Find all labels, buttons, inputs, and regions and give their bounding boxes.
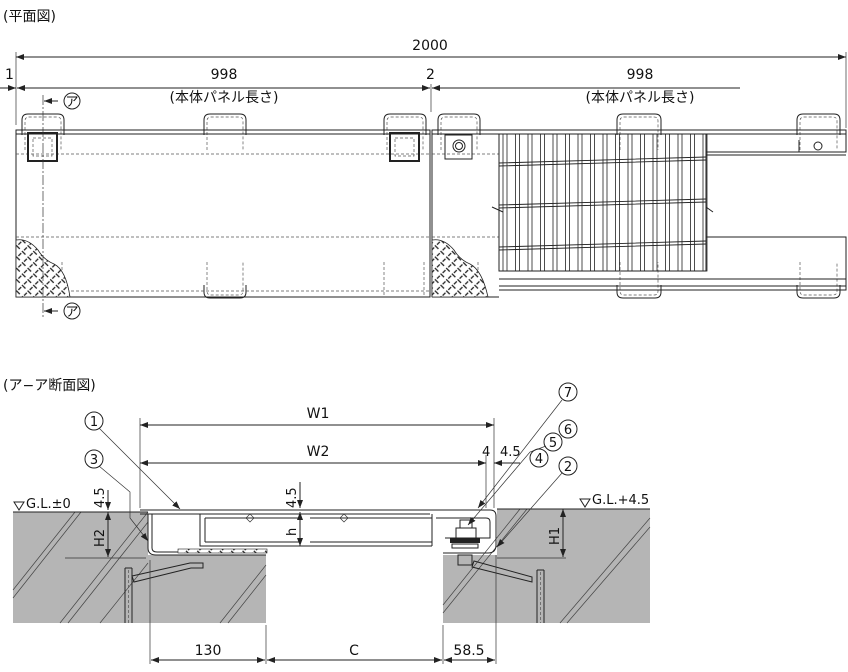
grating-cross-bar xyxy=(498,198,707,209)
callout-3: 3 xyxy=(90,453,98,468)
bolt-icon xyxy=(452,139,466,153)
grating-cross-bar xyxy=(498,156,707,167)
dim-gap-left-label: 1 xyxy=(5,67,14,83)
dim-130-label: 130 xyxy=(195,643,222,659)
gl-right-label: G.L.+4.5 xyxy=(592,493,649,508)
callout-2: 2 xyxy=(564,460,572,475)
dim-58-5-label: 58.5 xyxy=(453,643,484,659)
bolt-icon xyxy=(813,141,823,151)
section-title: (ア−ア断面図) xyxy=(3,378,96,394)
dim-gap-mid-label: 2 xyxy=(426,67,435,83)
callout-5: 5 xyxy=(549,436,557,451)
panel-right-note: (本体パネル長さ) xyxy=(586,90,695,106)
grating-bar xyxy=(515,133,520,272)
grating xyxy=(498,133,708,272)
frame-structure xyxy=(140,509,497,566)
bolt-box xyxy=(444,134,473,160)
callouts: 1 2 3 4 5 6 7 xyxy=(84,382,578,548)
gl-left-label: G.L.±0 xyxy=(26,497,71,512)
plan-view: (平面図) 2000 1 2 998 (本体パネル長さ) 998 (本体パネル長… xyxy=(0,9,847,320)
ground-left xyxy=(13,512,266,623)
lifting-handles-top xyxy=(21,113,841,150)
grating-bar xyxy=(615,133,620,272)
callout-4: 4 xyxy=(535,452,543,467)
callout-7: 7 xyxy=(564,386,572,401)
gl-triangle-icon xyxy=(579,498,591,508)
gl-triangle-icon xyxy=(13,501,25,511)
anchor-bars xyxy=(124,560,545,623)
panel-left-length: 998 xyxy=(211,67,238,83)
panel-left xyxy=(15,129,431,298)
grating-bar xyxy=(565,133,570,272)
grating-bar xyxy=(540,133,545,272)
callout-1: 1 xyxy=(90,415,98,430)
dim-c-label: C xyxy=(349,643,359,659)
grating-bar xyxy=(527,133,533,272)
dim-4-5-mid-label: 4.5 xyxy=(285,487,300,508)
dim-4-5-left-label: 4.5 xyxy=(93,487,108,508)
dim-4-5-right-label: 4.5 xyxy=(500,445,521,460)
grating-bar xyxy=(552,133,558,272)
dim-h2-label: H2 xyxy=(93,529,108,547)
dim-h1-label: H1 xyxy=(548,527,563,545)
grating-bar xyxy=(627,133,633,272)
dim-w1-label: W1 xyxy=(307,406,330,422)
panel-left-note: (本体パネル長さ) xyxy=(170,90,279,106)
ground-right xyxy=(443,509,650,623)
panel-right xyxy=(431,129,847,298)
grating-cross-bar xyxy=(498,240,707,251)
checker-plate xyxy=(431,239,489,298)
dim-h-label: h xyxy=(285,528,300,536)
grating-bar xyxy=(602,133,608,272)
grating-bar xyxy=(502,133,508,272)
grating-bar xyxy=(652,133,658,272)
panel-right-length: 998 xyxy=(627,67,654,83)
plan-title: (平面図) xyxy=(3,9,56,25)
grating-bar xyxy=(665,133,670,272)
section-mark-top: ア xyxy=(65,95,78,110)
anchor-pad xyxy=(27,132,58,162)
anchor-pad xyxy=(389,132,420,162)
dim-w2-label: W2 xyxy=(307,444,330,460)
section-mark-bottom: ア xyxy=(65,305,78,320)
section-mark-circle xyxy=(63,302,81,320)
grating-bar xyxy=(640,133,645,272)
ground-hatching xyxy=(12,508,651,624)
section-mark-circle xyxy=(63,92,81,110)
section-view: (ア−ア断面図) xyxy=(3,378,651,664)
dim-4-label: 4 xyxy=(482,445,490,460)
callout-6: 6 xyxy=(564,423,572,438)
dim-total-label: 2000 xyxy=(412,38,448,54)
